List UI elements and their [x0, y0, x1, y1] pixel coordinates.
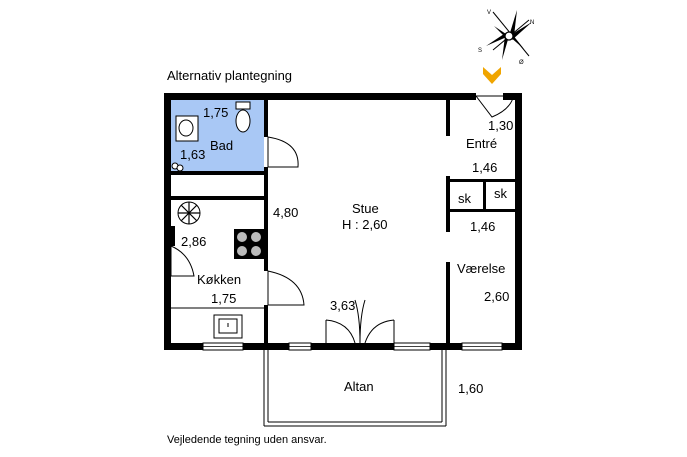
stove-icon — [234, 229, 264, 259]
bathroom-fixtures — [171, 101, 251, 172]
compass-letter-oe: Ø — [519, 60, 524, 66]
skab-2-label: sk — [494, 186, 507, 201]
stue-depth: 4,80 — [273, 205, 299, 220]
kitchen-counter — [171, 307, 264, 339]
walls — [164, 93, 522, 350]
altan-depth: 1,60 — [458, 381, 484, 396]
altan-label: Altan — [344, 379, 374, 394]
compass-letter-n: N — [530, 20, 535, 26]
kokken-depth: 2,86 — [181, 234, 207, 249]
entre-label: Entré — [466, 136, 498, 151]
skab-1-label: sk — [458, 191, 471, 206]
entre-width: 1,30 — [488, 118, 514, 133]
kokken-label: Køkken — [197, 272, 242, 287]
stue-width: 3,63 — [330, 298, 356, 313]
compass-letter-v: V — [487, 10, 492, 16]
plan-title: Alternativ plantegning — [167, 68, 293, 83]
footer-disclaimer: Vejledende tegning uden ansvar. — [167, 434, 327, 446]
compass-rose-icon — [486, 10, 532, 60]
bad-width: 1,75 — [203, 105, 229, 120]
ventilation-fan-icon — [177, 201, 201, 225]
doors — [170, 95, 514, 344]
vaerelse-width: 1,46 — [470, 219, 496, 234]
stue-height: H : 2,60 — [342, 217, 388, 232]
entrance-arrow-icon — [483, 67, 501, 84]
bad-depth: 1,63 — [180, 147, 206, 162]
vaerelse-depth: 2,60 — [484, 289, 510, 304]
stue-label: Stue — [352, 201, 379, 216]
compass-letter-s: S — [478, 48, 483, 54]
vaerelse-label: Værelse — [457, 261, 506, 276]
kokken-width: 1,75 — [211, 291, 237, 306]
bad-label: Bad — [210, 138, 234, 153]
entre-depth: 1,46 — [472, 160, 498, 175]
balcony — [263, 350, 447, 427]
